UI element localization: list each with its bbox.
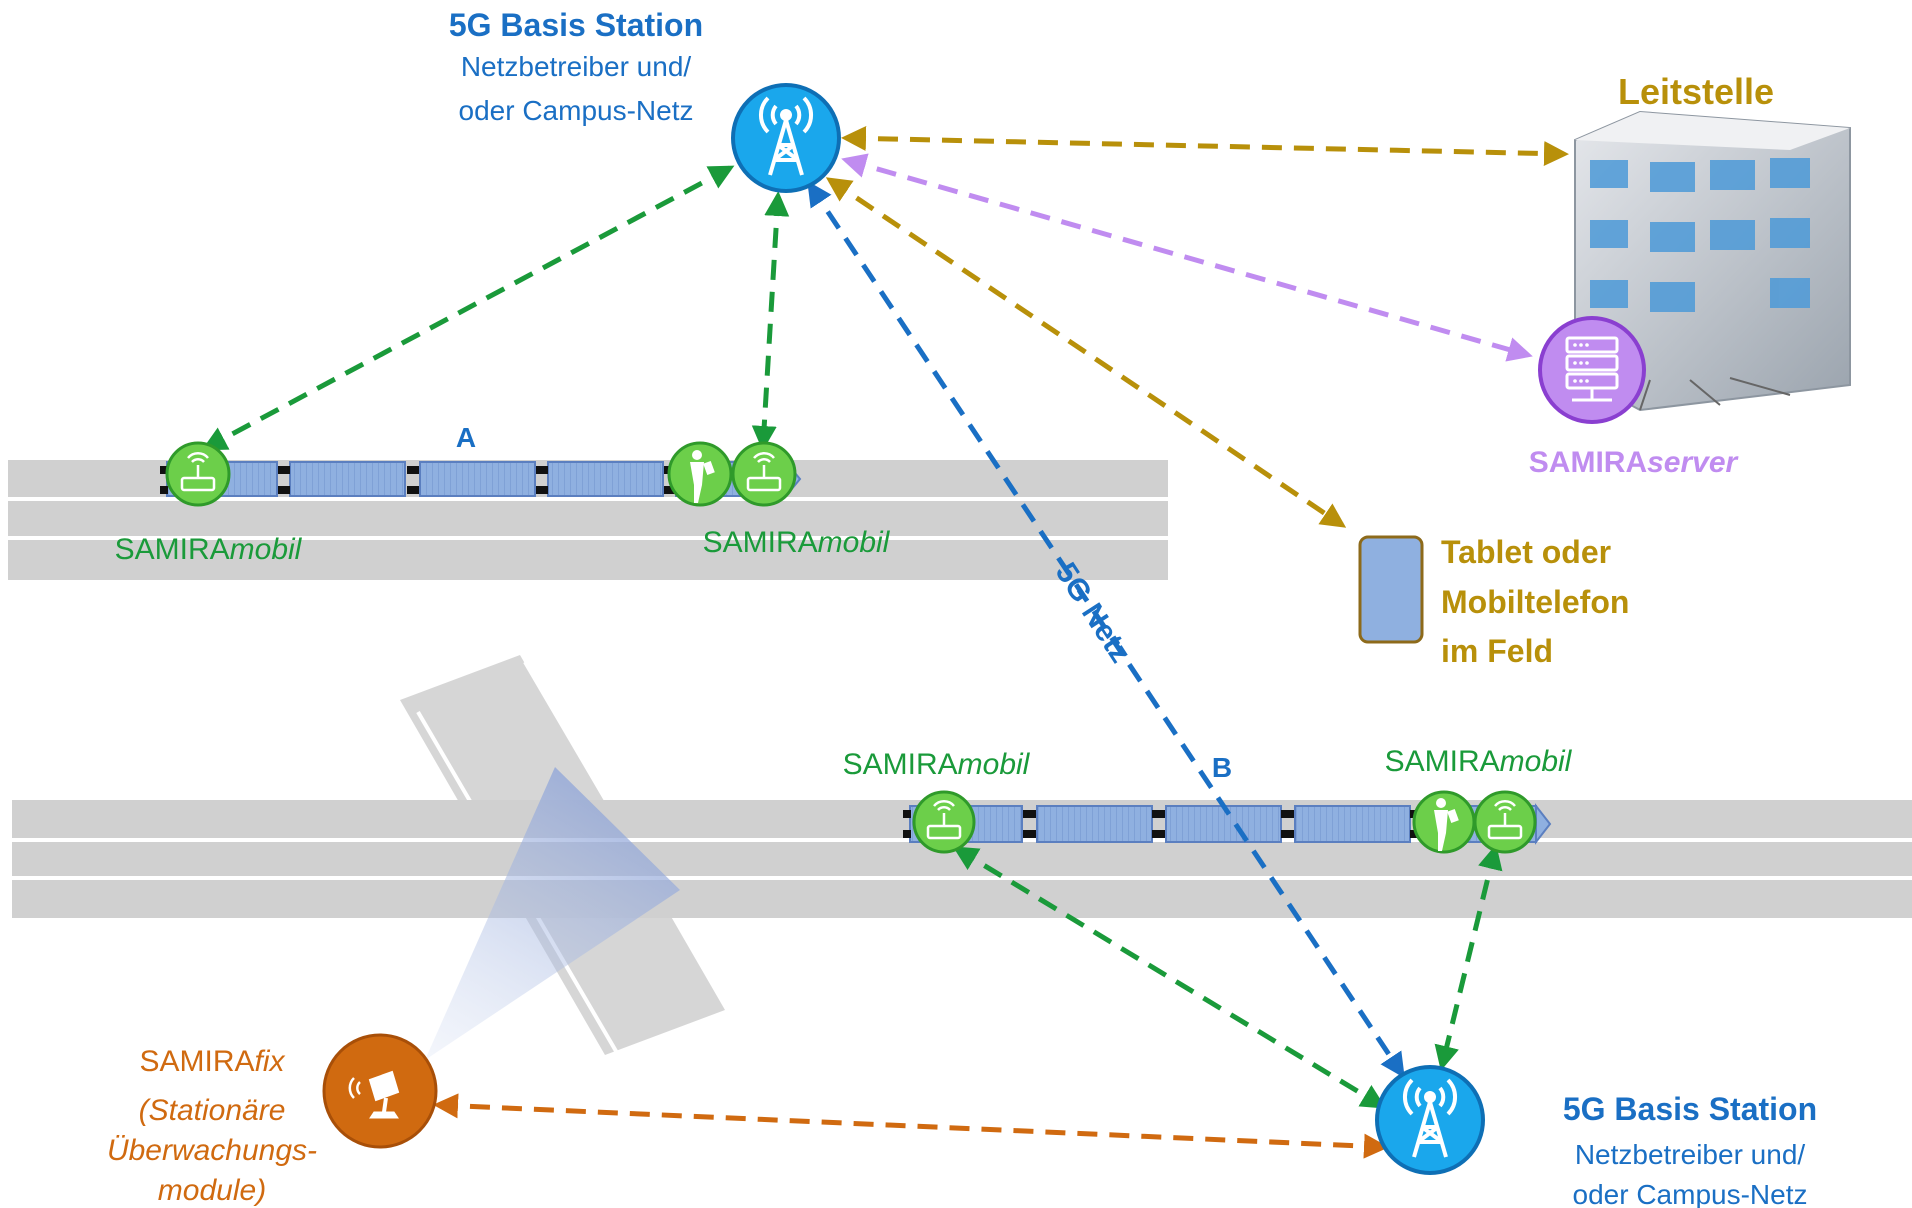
- fix-line1: (Stationäre: [139, 1094, 286, 1127]
- train-b-label: B: [1212, 752, 1232, 783]
- office-building-icon: [1574, 110, 1851, 412]
- station-bottom-title: 5G Basis Station: [1563, 1091, 1817, 1127]
- station-top-line2: oder Campus-Netz: [459, 95, 694, 126]
- link-fix-to-station: [433, 1093, 1389, 1159]
- samira-mobil-b-right-label: SAMIRAmobil: [1385, 745, 1573, 778]
- station-bottom-line1: Netzbetreiber und/: [1575, 1139, 1806, 1170]
- samira-mobil-module-a-right: [731, 441, 797, 507]
- train-a-label: A: [456, 422, 476, 453]
- link-5g-network: [807, 180, 1405, 1079]
- samira-mobil-module-b-right: [1473, 790, 1537, 854]
- router-icon: [180, 452, 216, 492]
- station-bottom: [1375, 1065, 1485, 1175]
- station-top-line1: Netzbetreiber und/: [461, 51, 692, 82]
- fix-label: SAMIRAfix: [139, 1045, 285, 1078]
- samira-mobil-module-b-left: [912, 790, 976, 854]
- fix-line3: module): [158, 1174, 266, 1207]
- samira-mobil-module-a-left: [165, 441, 231, 507]
- tablet-line2: Mobiltelefon: [1441, 584, 1629, 620]
- server-rack-icon: [1565, 336, 1619, 402]
- station-bottom-line2: oder Campus-Netz: [1573, 1179, 1808, 1208]
- router-icon: [1487, 800, 1523, 840]
- samira-server: [1538, 316, 1646, 424]
- connections: [201, 125, 1569, 1159]
- antenna-tower-icon: [758, 96, 814, 176]
- samira-mobil-b-left-label: SAMIRAmobil: [843, 748, 1031, 781]
- technician-icon-a: [667, 441, 733, 507]
- samira-mobil-a-right-label: SAMIRAmobil: [703, 526, 891, 559]
- tablet-line1: Tablet oder: [1441, 534, 1611, 570]
- antenna-tower-icon: [1402, 1078, 1458, 1158]
- leitstelle-title: Leitstelle: [1618, 71, 1774, 112]
- link-station-to-leitstelle: [841, 125, 1569, 167]
- fix-line2: Überwachungs-: [107, 1134, 317, 1167]
- technician-icon-b: [1412, 790, 1476, 854]
- link-train-b-left-to-station: [952, 846, 1387, 1109]
- station-top-title: 5G Basis Station: [449, 7, 703, 43]
- router-icon: [926, 800, 962, 840]
- surveillance-module-icon: [348, 1070, 400, 1119]
- tablet-line3: im Feld: [1441, 633, 1553, 669]
- link-train-b-right-to-station: [1434, 844, 1503, 1071]
- samira-mobil-a-left-label: SAMIRAmobil: [115, 533, 303, 566]
- station-top: [731, 83, 841, 193]
- server-label: SAMIRAserver: [1529, 446, 1740, 479]
- camera-field-of-view: [425, 767, 680, 1060]
- link-station-to-train-a-left: [201, 165, 735, 451]
- tablet-icon: [1358, 535, 1424, 644]
- link-station-to-train-a-right: [751, 191, 790, 451]
- router-icon: [746, 452, 782, 492]
- samira-fix-module: [322, 1033, 438, 1149]
